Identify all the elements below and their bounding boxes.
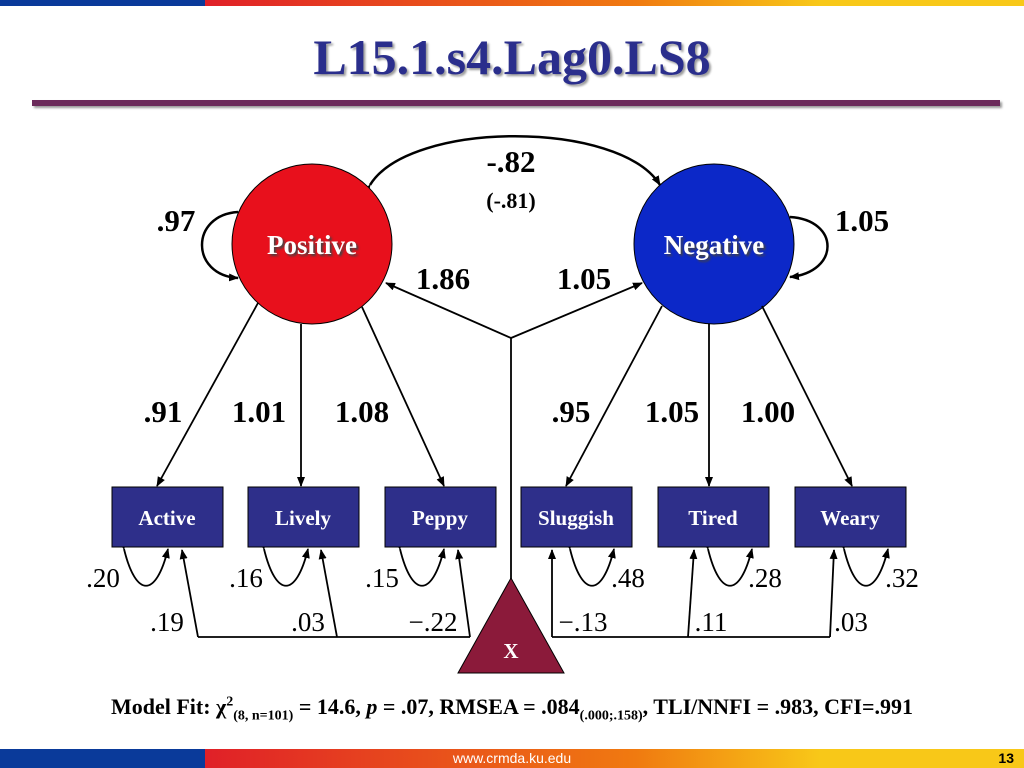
indicator-label-weary: Weary: [820, 506, 880, 530]
construct-covariance-arc: [361, 135, 662, 195]
x-effect-value-active: .19: [150, 607, 184, 637]
x-effect-value-tired: .11: [695, 607, 728, 637]
positive-construct-label: Positive: [267, 230, 357, 260]
residual-value-tired: .28: [748, 563, 782, 593]
indicator-label-lively: Lively: [275, 506, 331, 530]
residual-value-sluggish: .48: [611, 563, 645, 593]
residual-value-peppy: .15: [365, 563, 399, 593]
indicator-box-lively: Lively: [247, 486, 360, 548]
x-effect-arrow-weary: [829, 549, 838, 638]
positive-variance-loop: [200, 207, 248, 282]
residual-loop-peppy: [393, 539, 446, 587]
slide-title: L15.1.s4.Lag0.LS8: [313, 29, 711, 85]
loading-arrow-active: [156, 302, 259, 487]
p-label: p: [366, 694, 378, 719]
fit-indices-rest: , TLI/NNFI = .983, CFI=.991: [642, 694, 914, 719]
rmsea-ci-subscript: (.000;.158): [579, 708, 643, 724]
page-number: 13: [998, 750, 1014, 766]
positive-variance-value: .97: [157, 203, 196, 238]
bottom-bar-gradient-segment: [205, 749, 820, 768]
indicator-label-sluggish: Sluggish: [538, 506, 614, 530]
chi-superscript: 2: [226, 694, 234, 710]
loading-value-lively: 1.01: [232, 394, 286, 429]
indicator-box-weary: Weary: [794, 486, 907, 548]
indicator-label-tired: Tired: [688, 506, 738, 530]
residual-loop-sluggish: [563, 539, 616, 587]
negative-construct-label: Negative: [664, 230, 764, 260]
residual-loop-active: [117, 539, 170, 587]
x-effect-arrow-peppy: [455, 549, 471, 638]
loading-arrow-peppy: [361, 306, 445, 487]
residual-loop-weary: [837, 539, 890, 587]
x-effect-value-lively: .03: [291, 607, 325, 637]
indicator-box-tired: Tired: [657, 486, 770, 548]
loading-value-weary: 1.00: [741, 394, 795, 429]
x-to-negative-arrow: [510, 282, 643, 339]
residual-value-lively: .16: [229, 563, 263, 593]
x-to-negative-value: 1.05: [557, 261, 611, 296]
covariate-x-triangle: [457, 576, 565, 674]
indicator-box-active: Active: [111, 486, 224, 548]
x-effect-arrow-lively: [318, 549, 338, 638]
chi-symbol: χ: [216, 694, 227, 719]
model-fit-line: Model Fit: χ2(8, n=101) = 14.6, p = .07,…: [0, 694, 1024, 724]
chi-df-subscript: (8, n=101): [233, 708, 294, 724]
x-effect-arrow-active: [179, 549, 199, 638]
top-bar-blue-segment: [0, 0, 205, 6]
bottom-color-bar: [0, 749, 1024, 768]
top-color-bar: [0, 0, 1024, 6]
sem-path-diagram: Positive Negative Active Lively Peppy Sl…: [86, 135, 919, 674]
p-and-rmsea-value: = .07, RMSEA = .084: [377, 694, 580, 719]
negative-construct-circle: [633, 163, 795, 325]
footer-url: www.crmda.ku.edu: [452, 750, 572, 766]
residual-value-weary: .32: [885, 563, 919, 593]
x-to-positive-arrow: [385, 282, 512, 339]
title-underline: [32, 100, 1000, 106]
loading-arrow-weary: [761, 305, 853, 487]
x-effect-value-peppy: −.22: [409, 607, 458, 637]
loading-arrow-sluggish: [565, 305, 663, 487]
indicator-box-peppy: Peppy: [384, 486, 497, 548]
negative-variance-value: 1.05: [835, 203, 889, 238]
model-fit-prefix: Model Fit:: [110, 694, 217, 719]
residual-value-active: .20: [86, 563, 120, 593]
bottom-bar-blue-segment: [0, 749, 205, 768]
top-bar-yellow-segment: [820, 0, 1024, 6]
indicator-box-sluggish: Sluggish: [520, 486, 633, 548]
x-effect-value-sluggish: −.13: [559, 607, 608, 637]
x-effect-arrow-tired: [687, 549, 698, 638]
loading-value-active: .91: [144, 394, 183, 429]
positive-construct-circle: [231, 163, 393, 325]
bottom-bar-yellow-segment: [820, 749, 1024, 768]
x-effect-value-weary: .03: [834, 607, 868, 637]
covariance-value: -.82: [486, 144, 535, 179]
loading-value-sluggish: .95: [552, 394, 591, 429]
residual-loop-tired: [701, 539, 754, 587]
negative-variance-loop: [780, 212, 829, 281]
chi-value: = 14.6,: [293, 694, 367, 719]
loading-value-tired: 1.05: [645, 394, 699, 429]
correlation-value: (-.81): [486, 188, 535, 213]
residual-loop-lively: [257, 539, 310, 587]
covariate-x-label: X: [503, 639, 518, 663]
loading-value-peppy: 1.08: [335, 394, 389, 429]
top-bar-gradient-segment: [205, 0, 820, 6]
x-to-positive-value: 1.86: [416, 261, 470, 296]
indicator-label-active: Active: [138, 506, 195, 530]
indicator-label-peppy: Peppy: [412, 506, 469, 530]
